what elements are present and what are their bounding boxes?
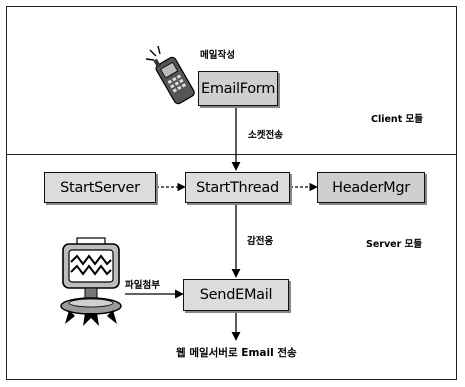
web-mail-send-label: 웹 메일서버로 Email 전송	[176, 345, 297, 360]
mail-compose-label: 메일작성	[200, 47, 235, 61]
printer-monster-icon	[55, 236, 127, 328]
startserver-box: StartServer	[44, 172, 156, 203]
server-module-label: Server 모듈	[366, 236, 422, 250]
monitoring-label: 감전응	[247, 233, 273, 247]
emailform-box: EmailForm	[198, 71, 278, 106]
startthread-box: StartThread	[185, 172, 290, 203]
mobile-phone-icon	[144, 44, 206, 106]
headermgr-box: HeaderMgr	[317, 172, 425, 203]
sendemail-label: SendEMail	[200, 287, 272, 303]
client-module-label: Client 모듈	[371, 111, 423, 125]
headermgr-label: HeaderMgr	[332, 180, 410, 196]
socket-transfer-label: 소켓전송	[248, 127, 283, 141]
attach-file-label: 파일첨부	[125, 277, 160, 291]
sendemail-box: SendEMail	[183, 279, 289, 311]
startserver-label: StartServer	[60, 180, 140, 196]
emailform-label: EmailForm	[201, 81, 275, 97]
startthread-label: StartThread	[196, 180, 279, 196]
